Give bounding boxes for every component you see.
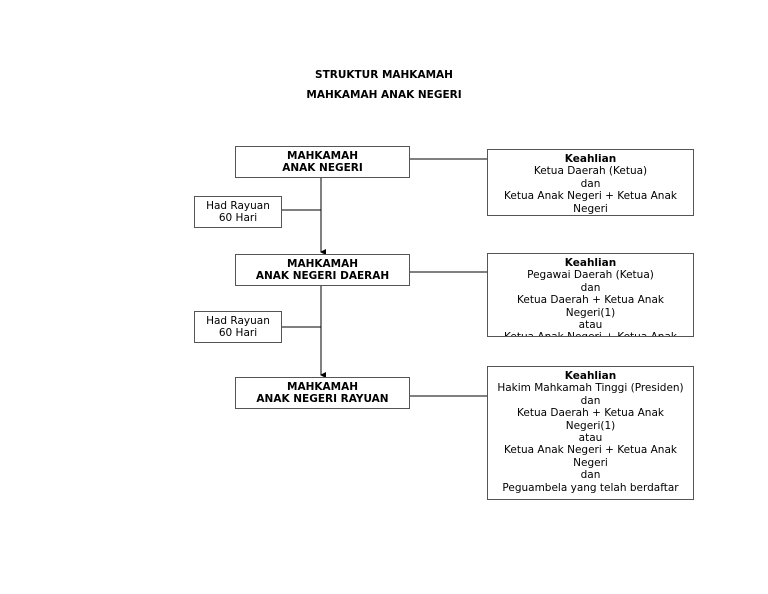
keahlian-line: Peguambela yang telah berdaftar [502,481,679,494]
court-label: ANAK NEGERI [282,162,363,175]
court-box-anak-negeri-daerah: MAHKAMAH ANAK NEGERI DAERAH [235,254,410,286]
keahlian-heading: Keahlian [564,257,617,269]
keahlian-heading: Keahlian [564,370,617,382]
court-label: MAHKAMAH [287,258,358,270]
court-box-anak-negeri: MAHKAMAH ANAK NEGERI [235,146,410,178]
keahlian-line: Ketua Daerah + Ketua Anak [517,294,664,307]
keahlian-line: atau [578,319,603,332]
appeal-limit-label: 60 Hari [218,327,258,340]
court-label: ANAK NEGERI DAERAH [255,270,390,283]
court-label: MAHKAMAH [287,381,358,393]
diagram-subtitle: MAHKAMAH ANAK NEGERI [306,89,462,101]
keahlian-line: Negeri(1) [565,419,616,432]
diagram-title: STRUKTUR MAHKAMAH [315,69,453,81]
keahlian-line: dan [580,281,601,294]
keahlian-line: Hakim Mahkamah Tinggi (Presiden) [497,382,684,395]
keahlian-line: Ketua Anak Negeri + Ketua Anak [504,444,677,457]
keahlian-line: Ketua Anak Negeri + Ketua Anak [504,190,677,203]
keahlian-line: Ketua Daerah (Ketua) [533,165,648,178]
keahlian-heading: Keahlian [564,153,617,165]
keahlian-line: dan [580,177,601,190]
appeal-limit-box: Had Rayuan 60 Hari [194,196,282,228]
court-label: ANAK NEGERI RAYUAN [256,393,389,406]
court-label: MAHKAMAH [287,150,358,162]
keahlian-line: dan [580,394,601,407]
appeal-limit-label: 60 Hari [218,212,258,225]
keahlian-line: Ketua Anak Negeri + Ketua Anak [488,331,693,336]
keahlian-line: dan [580,469,601,482]
appeal-limit-label: Had Rayuan [206,200,270,212]
keahlian-line: atau [578,432,603,445]
keahlian-line: Ketua Daerah + Ketua Anak [517,407,664,420]
appeal-limit-box: Had Rayuan 60 Hari [194,311,282,343]
appeal-limit-label: Had Rayuan [206,315,270,327]
keahlian-line: Pegawai Daerah (Ketua) [527,269,654,282]
keahlian-line: Negeri [573,202,608,215]
keahlian-line: Negeri(1) [565,306,616,319]
keahlian-line: Negeri [573,456,608,469]
court-box-anak-negeri-rayuan: MAHKAMAH ANAK NEGERI RAYUAN [235,377,410,409]
